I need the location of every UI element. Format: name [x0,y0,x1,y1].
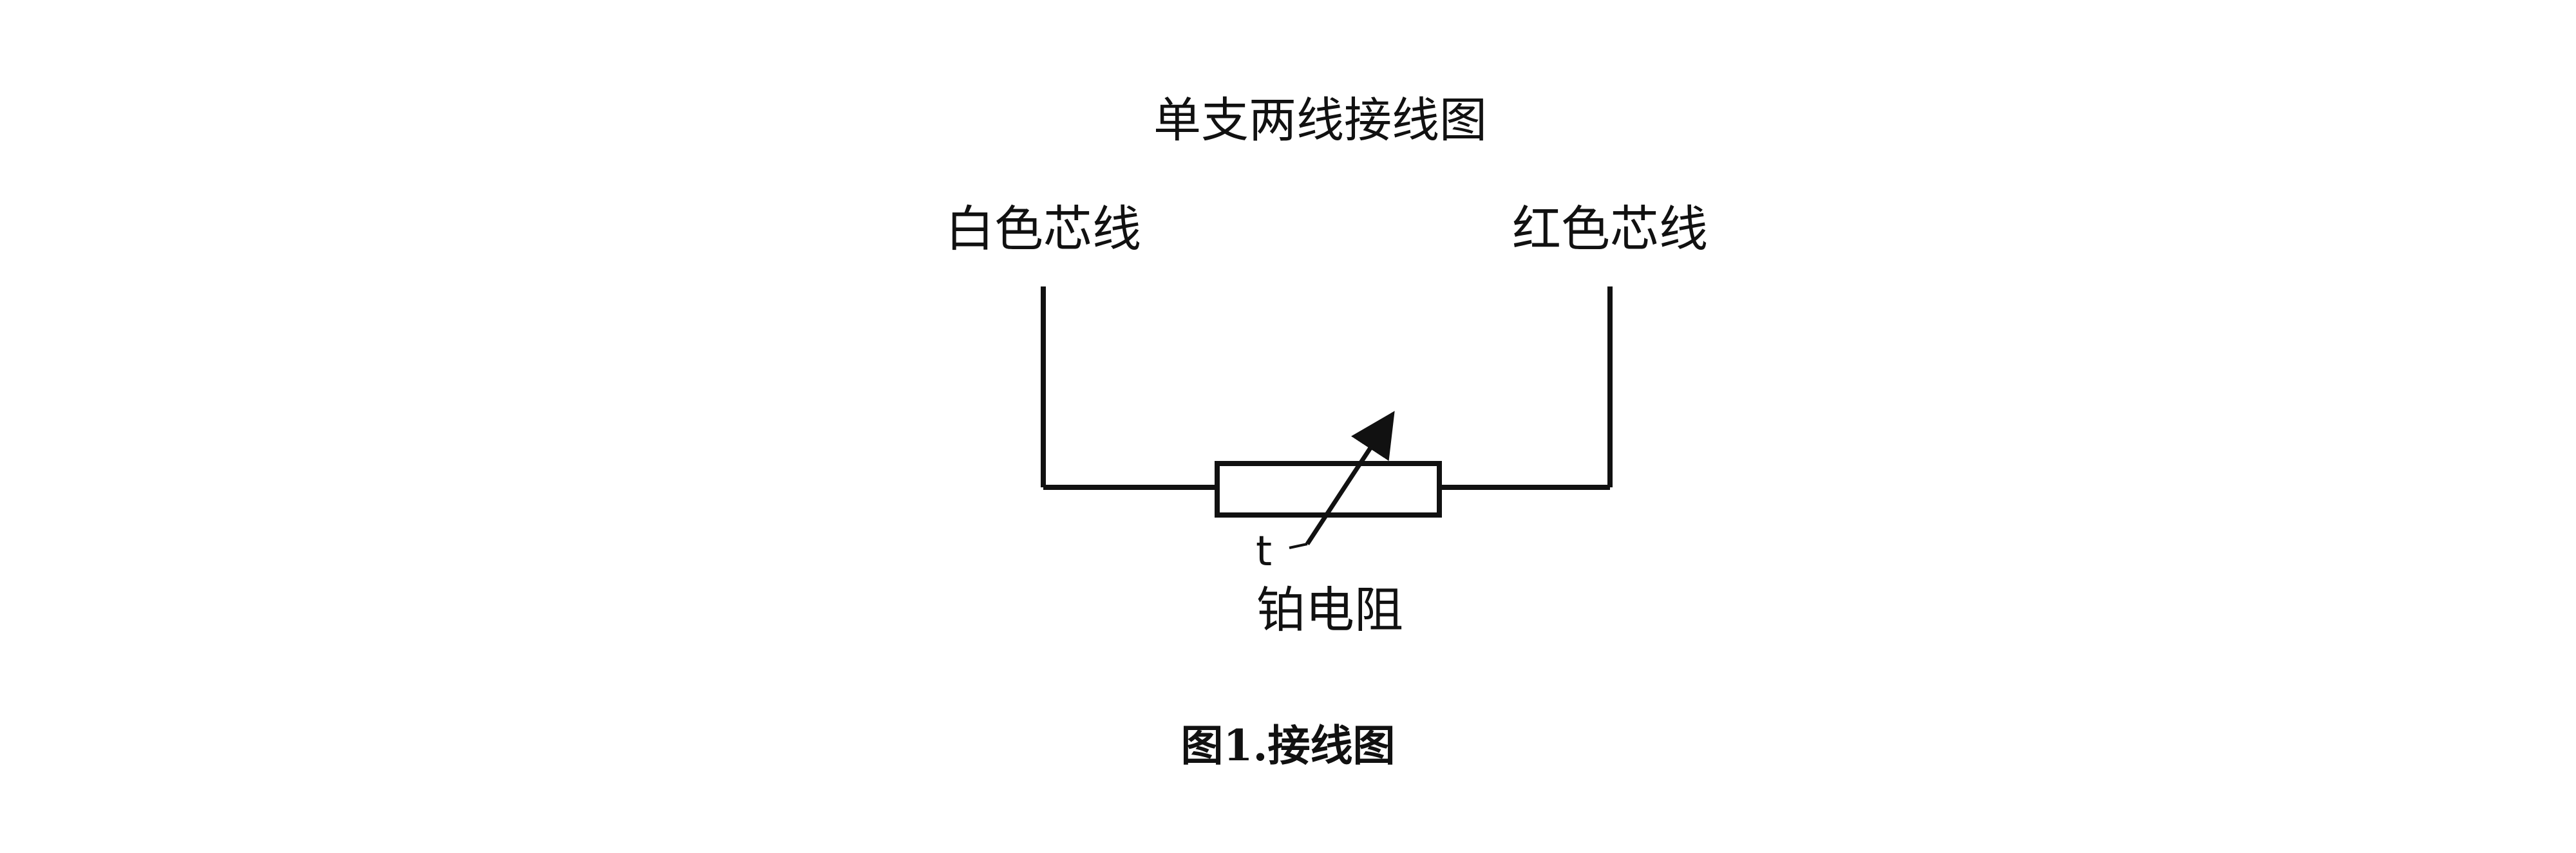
platinum-resistor-label: 铂电阻 [1256,581,1403,639]
platinum-resistor-body [1215,461,1442,518]
figure-caption: 图1.接线图 [1180,720,1396,771]
temperature-symbol-leader [1289,543,1308,549]
diagram-title: 单支两线接线图 [1153,93,1487,148]
left-wire-label: 白色芯线 [945,200,1141,258]
right-wire-label: 红色芯线 [1512,200,1708,258]
variable-temperature-arrow [1305,411,1395,545]
temperature-symbol-label: t [1256,528,1273,576]
